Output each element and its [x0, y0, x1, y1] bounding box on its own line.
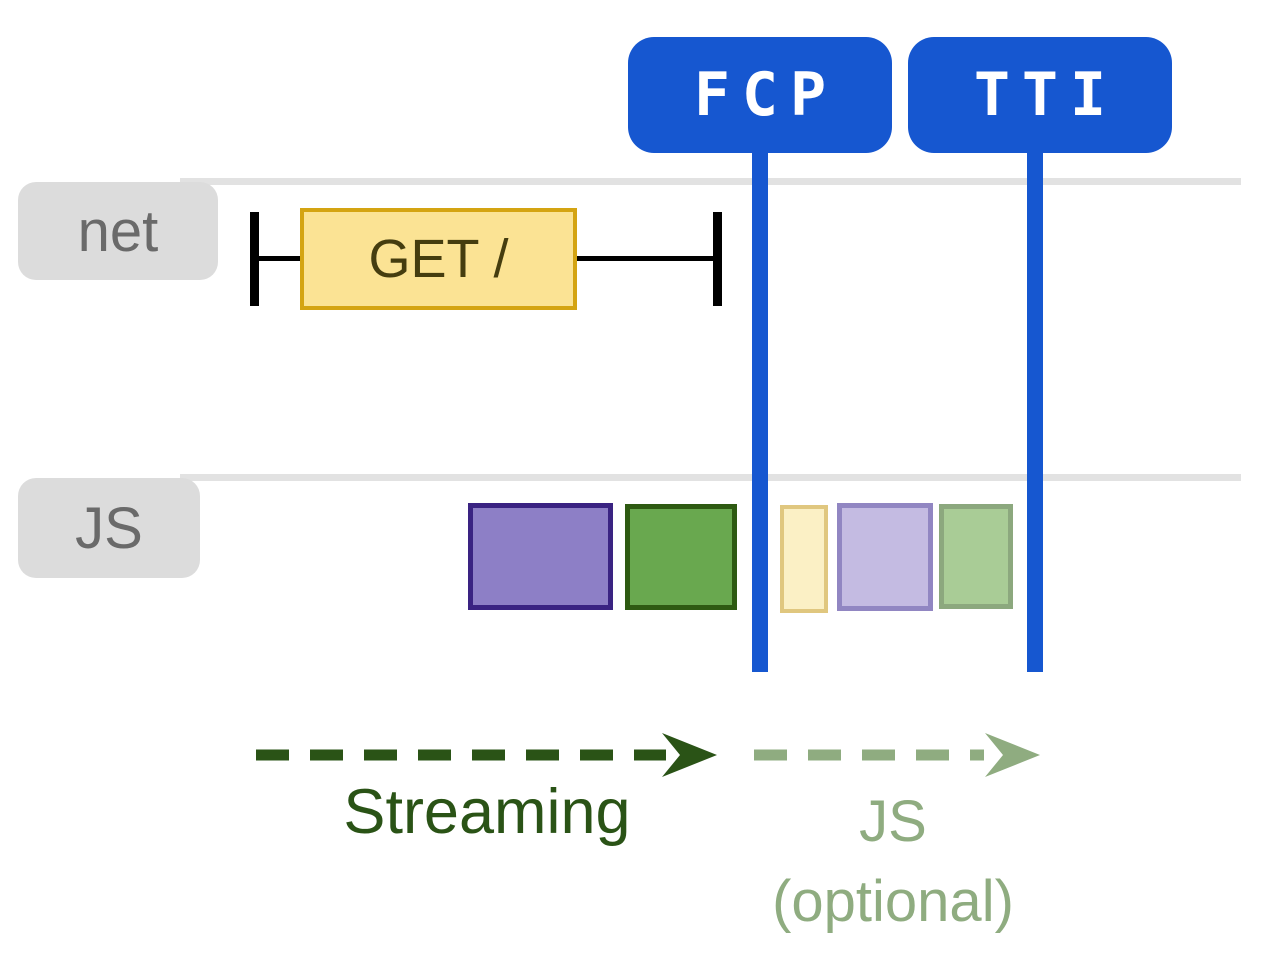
get-request-box: GET /	[300, 208, 577, 310]
net-lane-label: net	[77, 198, 159, 264]
streaming-arrow-icon	[256, 733, 717, 777]
js-task-light-yellow	[780, 505, 828, 613]
js-task-green	[625, 504, 737, 610]
fcp-marker-line	[752, 150, 768, 672]
js-optional-arrow-icon	[754, 733, 1040, 777]
js-task-purple	[468, 503, 613, 610]
js-task-light-green	[939, 504, 1013, 609]
tti-marker-badge: TTI	[908, 37, 1172, 153]
net-lane-tab: net	[18, 182, 218, 280]
get-request-label: GET /	[368, 229, 509, 289]
js-optional-label-line1: JS	[859, 789, 927, 854]
streaming-phase-label: Streaming	[343, 777, 631, 847]
tti-marker-line	[1027, 150, 1043, 672]
fcp-marker-label: FCP	[693, 60, 839, 130]
net-lane-line	[180, 178, 1241, 185]
js-lane-tab: JS	[18, 478, 200, 578]
request-end-tick-icon	[713, 212, 722, 306]
fcp-marker-badge: FCP	[628, 37, 892, 153]
tti-marker-label: TTI	[973, 60, 1119, 130]
js-task-light-purple	[837, 503, 933, 611]
js-lane-label: JS	[75, 495, 143, 561]
request-start-tick-icon	[250, 212, 259, 306]
js-optional-label-line2: (optional)	[772, 869, 1014, 935]
js-optional-phase-label: JS (optional)	[693, 782, 1093, 942]
js-lane-line	[180, 474, 1241, 481]
